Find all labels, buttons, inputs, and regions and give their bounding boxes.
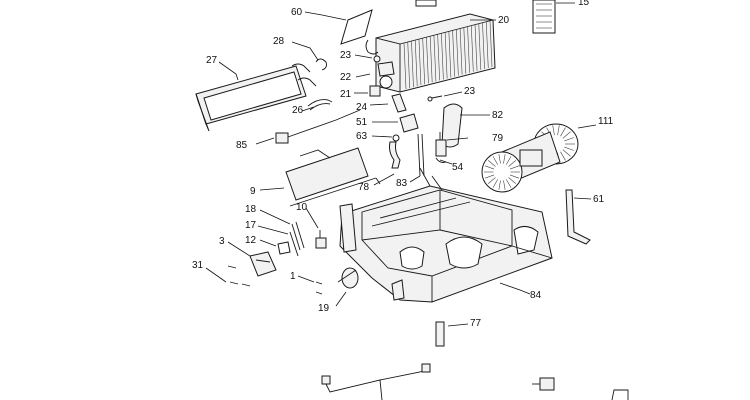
callout-23-lower: 23 <box>464 86 476 97</box>
callout-60: 60 <box>291 7 303 18</box>
part-63-grommet <box>392 134 400 142</box>
callout-61: 61 <box>593 194 605 205</box>
callout-111: 111 <box>598 116 614 127</box>
callout-19: 19 <box>318 303 330 314</box>
part-51-bracket <box>399 113 419 133</box>
part-21-block <box>369 85 381 97</box>
callout-84: 84 <box>530 290 542 301</box>
callout-26: 26 <box>292 105 304 116</box>
callout-labels: 15 60 20 28 23 27 22 21 23 26 24 82 51 1… <box>192 0 614 329</box>
callout-15: 15 <box>578 0 590 8</box>
part-77-strip <box>435 321 445 347</box>
callout-24: 24 <box>356 102 368 113</box>
part-23-seal <box>427 95 443 102</box>
part-78-clip <box>389 141 401 169</box>
callout-79: 79 <box>492 133 504 144</box>
callout-31: 31 <box>192 260 204 271</box>
part-83-rod <box>417 133 425 177</box>
part-17-rod <box>289 231 299 257</box>
callout-77: 77 <box>470 318 482 329</box>
wiring-harness-bottom <box>321 363 629 400</box>
part-28-clip <box>315 58 327 71</box>
callout-23-top: 23 <box>340 50 352 61</box>
callout-85: 85 <box>236 140 248 151</box>
callout-9: 9 <box>250 186 256 197</box>
callout-3: 3 <box>219 236 225 247</box>
callout-63: 63 <box>356 131 368 142</box>
part-9-flap <box>285 147 381 207</box>
part-10-actuator <box>315 230 327 249</box>
part-111-blower <box>481 123 579 193</box>
callout-20: 20 <box>498 15 510 26</box>
callout-12: 12 <box>245 235 257 246</box>
part-54-hose-end <box>435 157 447 163</box>
callout-54: 54 <box>452 162 464 173</box>
part-85-sensor-lead <box>275 109 361 144</box>
part-27-heater-core <box>195 63 317 132</box>
part-22-valve <box>377 61 395 89</box>
callout-51: 51 <box>356 117 368 128</box>
callout-78: 78 <box>358 182 370 193</box>
part-61-strap <box>565 189 591 245</box>
part-19-motor <box>337 267 359 289</box>
part-31-screws <box>227 265 251 287</box>
part-3-bracket <box>249 251 277 277</box>
part-15-filter <box>532 0 556 34</box>
callout-82: 82 <box>492 110 504 121</box>
callout-83: 83 <box>396 178 408 189</box>
part-12-clip <box>277 241 291 255</box>
part-79-connector <box>435 132 447 157</box>
callout-10: 10 <box>296 202 308 213</box>
callout-27: 27 <box>206 55 218 66</box>
callout-17: 17 <box>245 220 257 231</box>
callout-28: 28 <box>273 36 285 47</box>
part-26-pipe <box>307 99 333 111</box>
callout-22: 22 <box>340 72 352 83</box>
callout-1: 1 <box>290 271 296 282</box>
callout-18: 18 <box>245 204 257 215</box>
part-84-housing <box>339 167 553 303</box>
callout-21: 21 <box>340 89 352 100</box>
part-60-gasket <box>340 9 373 45</box>
part-18-screw <box>291 221 305 251</box>
part-24-sensor <box>391 93 407 113</box>
part-1-screws <box>315 281 323 295</box>
